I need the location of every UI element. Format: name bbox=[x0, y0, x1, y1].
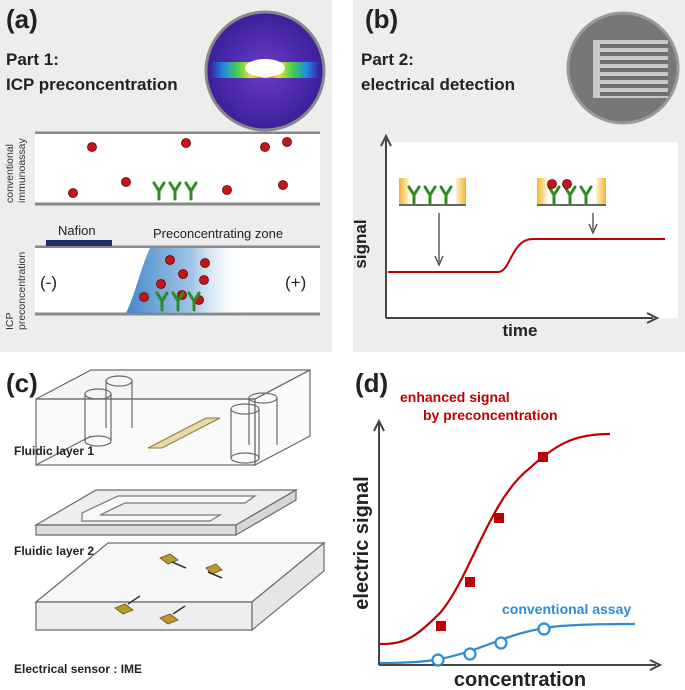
enhanced-label-1: enhanced signal bbox=[400, 389, 510, 405]
nafion-membrane bbox=[46, 240, 112, 246]
signal-y-label: signal bbox=[351, 219, 370, 268]
conventional-antibodies bbox=[152, 181, 198, 201]
sensor-before bbox=[399, 178, 466, 267]
chart-y-label: electric signal bbox=[351, 476, 373, 609]
signal-plot-area bbox=[386, 142, 678, 318]
sensor-label: Electrical sensor : IME bbox=[14, 662, 142, 676]
ime-image bbox=[566, 11, 680, 125]
panel-b-title-line1: Part 2: bbox=[361, 50, 414, 69]
icp-label-1: ICP bbox=[4, 312, 16, 330]
panel-b-label: (b) bbox=[365, 4, 399, 34]
panel-a-title-line1: Part 1: bbox=[6, 50, 59, 69]
conventional-channel bbox=[35, 131, 320, 206]
panel-b: (b) Part 2: electrical detection bbox=[351, 0, 685, 352]
panel-d-label: (d) bbox=[355, 368, 389, 398]
panel-a-title-line2: ICP preconcentration bbox=[6, 75, 178, 94]
conventional-label-1: conventional bbox=[4, 144, 16, 203]
panel-b-diagram: signal time bbox=[351, 11, 680, 340]
preconcentrating-zone bbox=[126, 248, 245, 313]
sensor-after bbox=[537, 178, 606, 235]
panel-a: (a) Part 1: ICP preconcentration bbox=[0, 0, 332, 352]
conventional-label-2: immunoassay bbox=[16, 137, 28, 203]
panel-a-label: (a) bbox=[6, 4, 38, 34]
fluidic-layer-2-label: Fluidic layer 2 bbox=[14, 544, 94, 558]
panel-c-diagram: Fluidic layer 1 Fluidic layer 2 Electric… bbox=[14, 369, 326, 676]
electrical-sensor bbox=[34, 541, 326, 632]
enhanced-curve bbox=[379, 432, 611, 646]
icp-label-2: preconcentration bbox=[16, 252, 28, 330]
fluidic-layer-1-label: Fluidic layer 1 bbox=[14, 444, 94, 458]
minus-label: (-) bbox=[40, 273, 57, 292]
icp-channel bbox=[35, 240, 320, 316]
conventional-curve bbox=[379, 622, 636, 665]
reservoir-cylinders bbox=[84, 375, 278, 464]
fluidic-layer-2 bbox=[33, 488, 299, 537]
zone-label: Preconcentrating zone bbox=[153, 226, 283, 241]
panel-a-diagram: conventional immunoassay ICP preconcentr… bbox=[4, 10, 326, 330]
panel-c-label: (c) bbox=[6, 368, 38, 398]
plus-label: (+) bbox=[285, 273, 306, 292]
enhanced-label-2: by preconcentration bbox=[423, 407, 558, 423]
icp-antibodies bbox=[155, 291, 201, 312]
nafion-strip bbox=[147, 417, 221, 449]
panel-b-title-line2: electrical detection bbox=[361, 75, 516, 94]
nafion-label: Nafion bbox=[58, 223, 96, 238]
conventional-particles bbox=[68, 137, 292, 198]
enhanced-markers bbox=[436, 452, 548, 631]
signal-curve bbox=[388, 238, 665, 273]
signal-x-label: time bbox=[503, 321, 538, 340]
conventional-label: conventional assay bbox=[502, 601, 631, 617]
chart-x-label: concentration bbox=[454, 669, 586, 690]
ime-electrodes bbox=[114, 553, 223, 625]
conventional-markers bbox=[431, 622, 551, 667]
icp-image bbox=[204, 10, 326, 132]
panel-d-chart: enhanced signal by preconcentration conv… bbox=[351, 389, 663, 690]
